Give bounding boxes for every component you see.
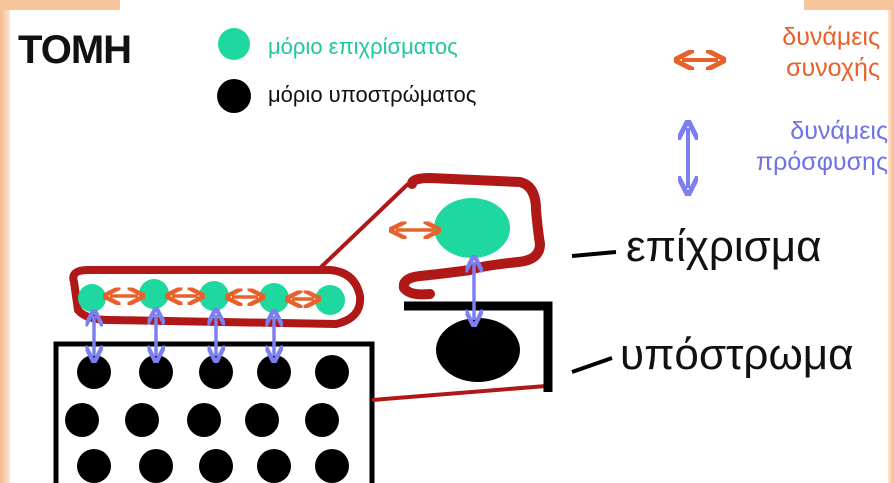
zoom-substrate-outline — [404, 301, 553, 392]
zoom-coating-particle — [434, 198, 510, 258]
legend-coating-particle — [218, 28, 250, 60]
coating-label: επίχρισμα — [626, 222, 822, 271]
substrate-leader-line — [571, 356, 613, 374]
adhesion-arrows — [94, 314, 274, 356]
legend-coating-label: μόριο επιχρίσματος — [268, 34, 458, 59]
cohesion-arrows — [110, 296, 314, 299]
zoom-coating-outline — [398, 173, 545, 300]
top-border-right — [804, 0, 894, 10]
left-border — [0, 0, 10, 483]
cohesion-label-line2: συνοχής — [786, 54, 880, 82]
section-title: ΤΟΜΗ — [18, 28, 132, 72]
zoom-substrate-particle — [436, 318, 520, 382]
right-border — [888, 0, 894, 483]
adhesion-label-line2: πρόσφυσης — [755, 148, 888, 176]
cohesion-label-line1: δυνάμεις — [782, 23, 880, 51]
top-border-left — [0, 0, 120, 10]
legend-substrate-particle — [217, 79, 251, 113]
coating-particles — [78, 279, 345, 315]
cohesion-label: δυνάμεις συνοχής — [782, 22, 880, 84]
zoom-line-bottom — [371, 384, 547, 402]
legend-substrate-label: μόριο υποστρώματος — [268, 82, 477, 107]
zoom-line-top — [316, 182, 410, 272]
substrate-particles — [65, 355, 349, 483]
adhesion-label-line1: δυνάμεις — [790, 117, 888, 145]
adhesion-label: δυνάμεις πρόσφυσης — [756, 116, 888, 178]
substrate-label: υπόστρωμα — [620, 330, 854, 379]
coating-leader-line — [571, 250, 617, 258]
